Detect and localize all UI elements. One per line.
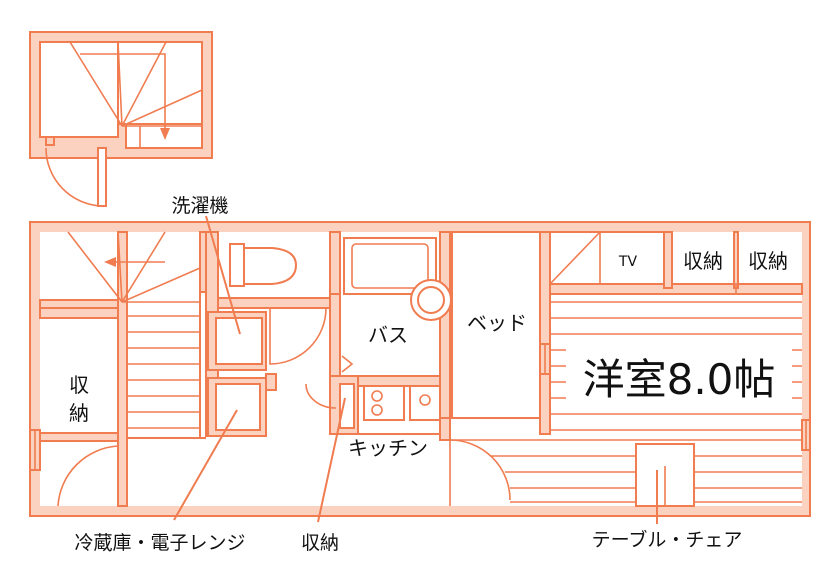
toilet-washer-zone <box>205 231 341 437</box>
toilet-tank <box>229 243 245 287</box>
tv-and-closets: TV 収納 収納 <box>549 231 802 294</box>
stove <box>363 385 405 421</box>
toilet-bowl <box>243 247 298 285</box>
sink <box>409 385 441 421</box>
left-storage: 収 納 <box>29 307 119 507</box>
bed-label: ベッド <box>467 311 527 335</box>
closet-2-label: 収納 <box>748 249 788 273</box>
left-storage-label-b: 納 <box>69 401 89 425</box>
tv-label: TV <box>618 254 638 270</box>
bed <box>451 231 545 419</box>
washing-machine-callout: 洗濯機 <box>171 195 228 217</box>
callout-leaders <box>173 215 658 524</box>
bed-area: ベッド <box>451 231 551 435</box>
entry-door <box>449 439 511 506</box>
western-room-label: 洋室8.0帖 <box>583 355 776 404</box>
kitchen-label: キッチン <box>348 436 428 460</box>
main-stair <box>39 231 211 507</box>
tv-stand <box>549 231 665 285</box>
upper-floor-stair-block <box>29 31 213 207</box>
bath-label: バス <box>368 323 408 347</box>
bathroom: バス <box>329 231 452 419</box>
storage-callout: 収納 <box>301 532 339 554</box>
fridge-microwave-callout: 冷蔵庫・電子レンジ <box>74 532 245 554</box>
left-storage-label-a: 収 <box>69 373 89 397</box>
washing-machine <box>215 317 263 365</box>
table-chair-callout: テーブル・チェア <box>592 528 743 551</box>
fridge <box>215 383 261 431</box>
western-room: 洋室8.0帖 <box>450 283 811 507</box>
closet-1-label: 収納 <box>683 249 723 273</box>
